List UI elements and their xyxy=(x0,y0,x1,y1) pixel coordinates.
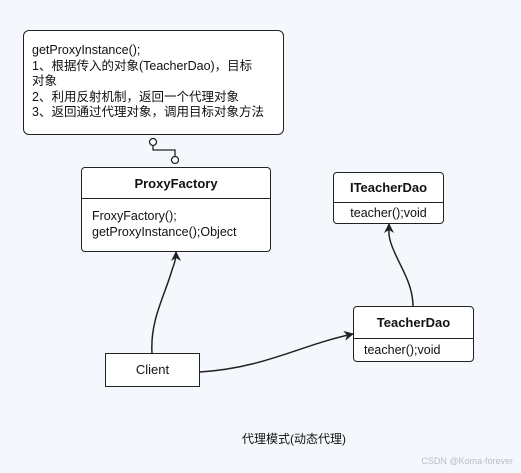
teacherdao-to-iteacherdao-arrow xyxy=(383,223,414,307)
method-item: FroxyFactory(); xyxy=(92,209,177,223)
iteacherdao-methods: teacher();void xyxy=(334,203,443,223)
method-item: teacher();void xyxy=(350,206,427,220)
note-line: 1、根据传入的对象(TeacherDao)，目标 xyxy=(32,58,253,73)
client-box: Client xyxy=(105,353,200,387)
diagram-caption: 代理模式(动态代理) xyxy=(242,432,346,446)
teacherdao-methods: teacher();void xyxy=(354,339,473,361)
teacherdao-class: TeacherDao teacher();void xyxy=(353,306,474,362)
note-line: 2、利用反射机制，返回一个代理对象 xyxy=(32,89,239,104)
note-anchor-connector xyxy=(148,137,180,165)
note-line: getProxyInstance(); xyxy=(32,43,141,57)
method-item: getProxyInstance();Object xyxy=(92,225,237,239)
client-to-proxyfactory-arrow xyxy=(151,251,181,354)
method-item: teacher();void xyxy=(364,343,441,357)
proxyfactory-class: ProxyFactory FroxyFactory(); getProxyIns… xyxy=(81,167,271,252)
note-line: 3、返回通过代理对象，调用目标对象方法 xyxy=(32,105,264,119)
client-to-teacherdao-arrow xyxy=(199,330,354,373)
iteacherdao-interface: ITeacherDao teacher();void xyxy=(333,172,444,224)
proxyfactory-title: ProxyFactory xyxy=(82,168,270,199)
note-line: 对象 xyxy=(32,74,58,88)
watermark: CSDN @Koma-forever xyxy=(421,456,513,466)
explanation-note: getProxyInstance(); 1、根据传入的对象(TeacherDao… xyxy=(23,30,284,135)
proxyfactory-methods: FroxyFactory(); getProxyInstance();Objec… xyxy=(82,199,270,242)
teacherdao-title: TeacherDao xyxy=(354,307,473,339)
iteacherdao-title: ITeacherDao xyxy=(334,173,443,203)
